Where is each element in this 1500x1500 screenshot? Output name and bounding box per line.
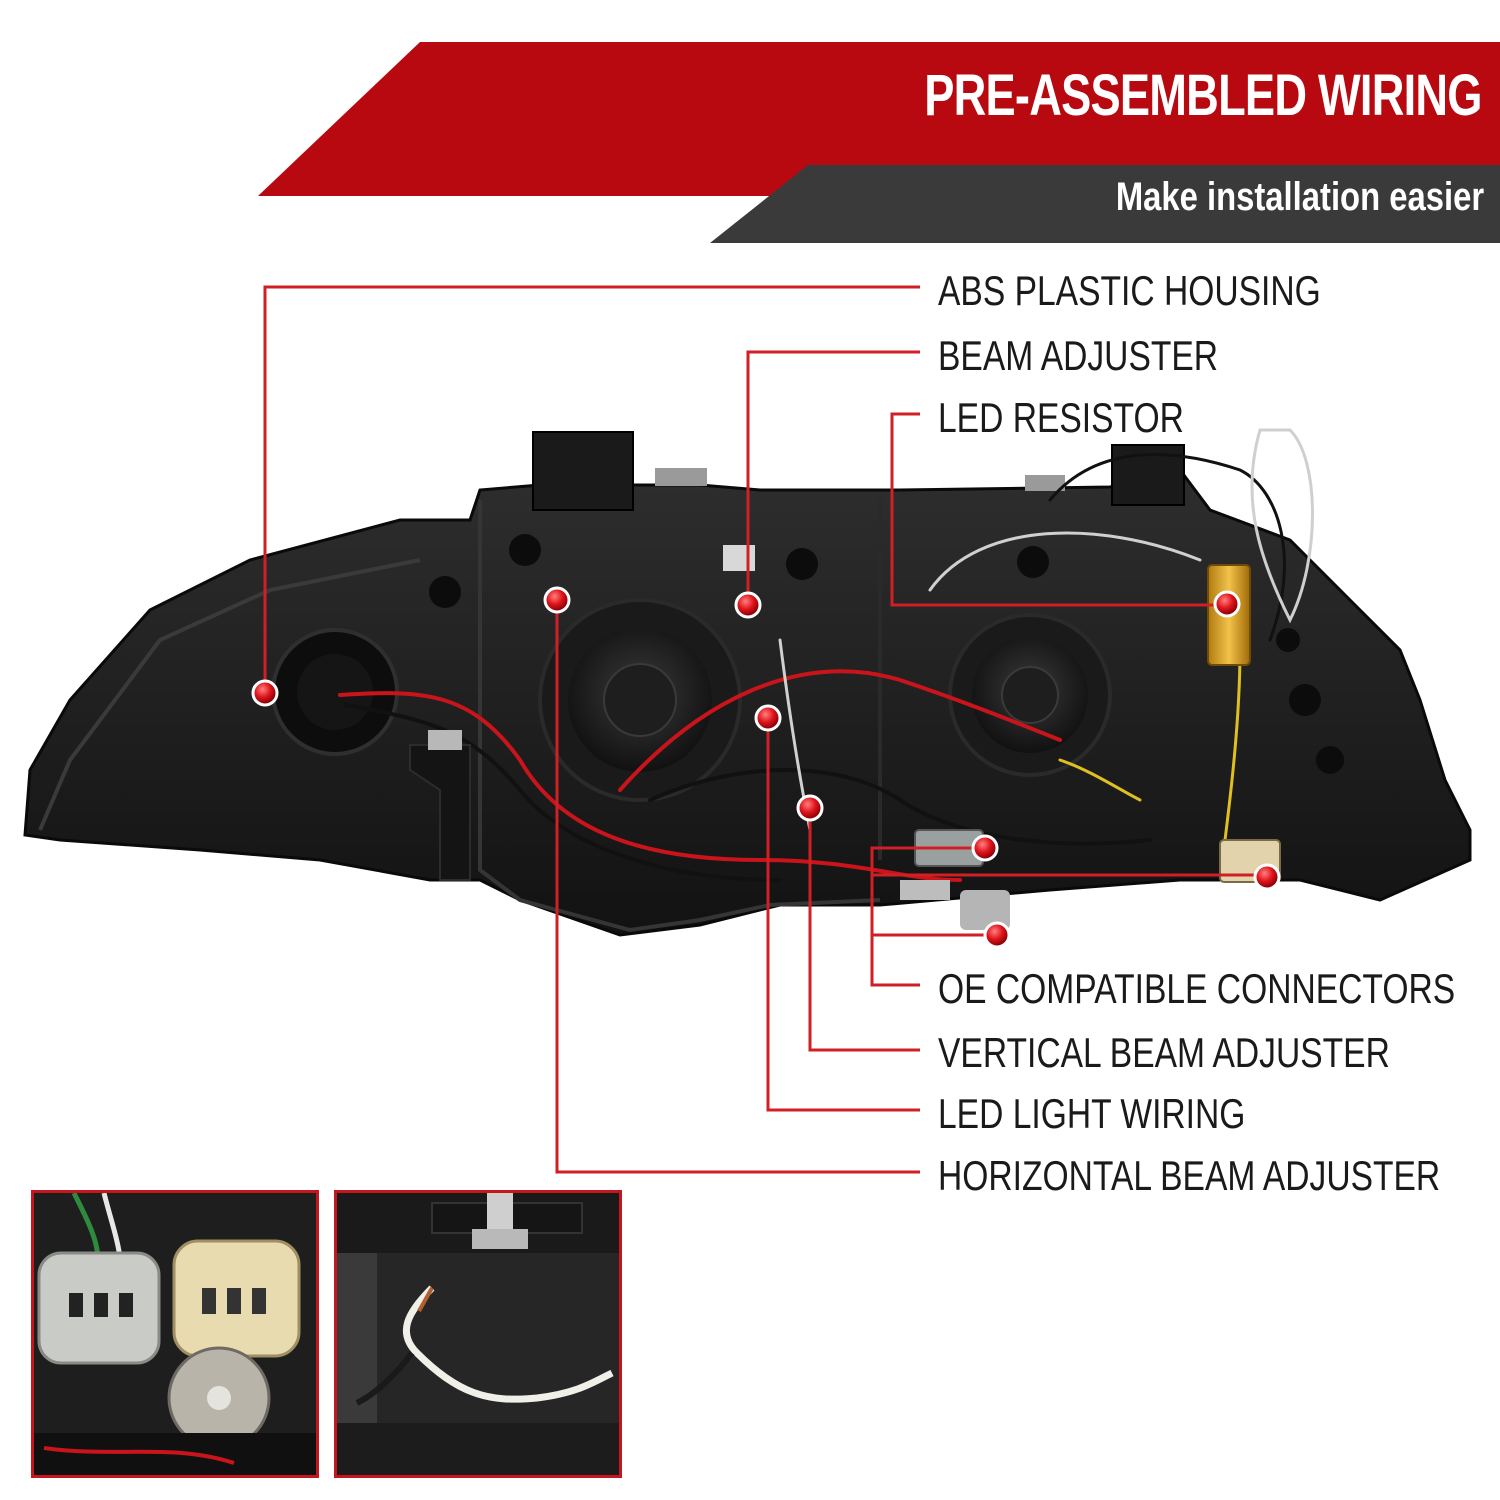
red-banner [258,42,1500,196]
callout-label-beam-adjuster: BEAM ADJUSTER [938,332,1219,379]
oe-connectors [900,829,1281,930]
callout-label-horizontal-beam: HORIZONTAL BEAM ADJUSTER [938,1152,1441,1199]
callout-label-led-resistor: LED RESISTOR [938,394,1184,441]
callout-label-led-wiring: LED LIGHT WIRING [938,1090,1246,1137]
led-resistor [1207,564,1251,666]
callout-line-abs-housing [263,285,920,693]
callout-dot-beam-adjuster [734,591,762,619]
callout-dot-abs-housing [251,679,279,707]
bulb-socket-left [538,598,742,802]
page-subtitle: Make installation easier [1115,175,1484,219]
inset-wiring-photo [334,1190,622,1478]
callout-dot-led-wiring [754,704,782,732]
page-title: PRE-ASSEMBLED WIRING [924,63,1483,128]
wiring-harness [338,428,1314,882]
headlight-housing [23,431,1472,937]
mount-bracket [409,730,471,881]
wiring-closeup-image [337,1193,619,1475]
dark-band [710,165,1500,243]
callout-label-vertical-beam: VERTICAL BEAM ADJUSTER [938,1029,1390,1076]
callout-line-led-wiring [766,718,920,1112]
connectors-closeup-image [34,1193,316,1475]
callout-dot-connector-c [983,921,1011,949]
callout-label-abs-housing: ABS PLASTIC HOUSING [938,267,1321,314]
callout-line-beam-adjuster [746,350,920,605]
callout-dot-connector-a [971,834,999,862]
callout-dot-connector-b [1253,863,1281,891]
callout-dot-horizontal-beam [543,586,571,614]
inset-connectors-photo [31,1190,319,1478]
housing-socket [271,628,399,756]
callout-label-oe-connectors: OE COMPATIBLE CONNECTORS [938,965,1456,1012]
callout-line-led-resistor [890,412,1225,607]
bulb-socket-right [948,613,1112,777]
callout-dot-led-resistor [1213,590,1241,618]
header-banner [258,42,1500,243]
callout-dots [251,586,1281,949]
callout-line-vertical-beam [808,808,920,1052]
callout-line-horizontal-beam [555,600,920,1174]
callout-dot-vertical-beam [796,794,824,822]
